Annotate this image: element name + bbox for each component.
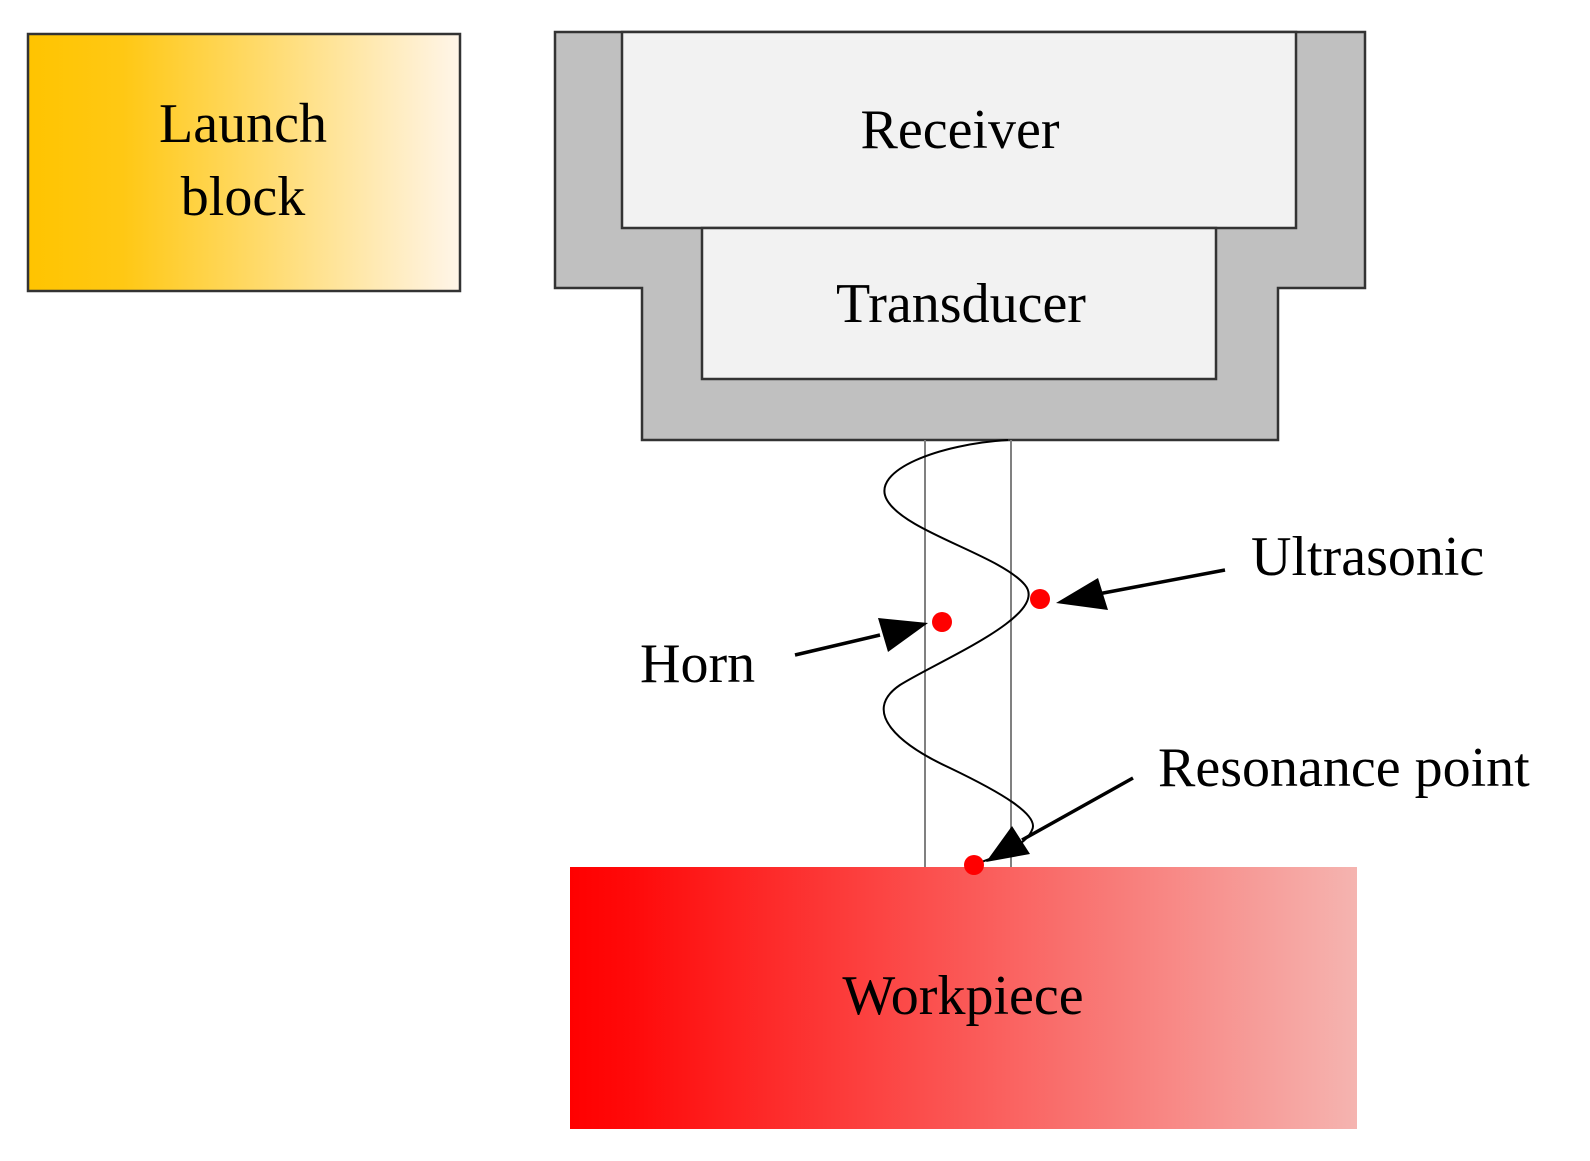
launch-block-label-line1: Launch [159, 93, 327, 155]
transducer: Transducer [700, 226, 1218, 381]
launch-block-rect [26, 32, 462, 293]
workpiece-block [570, 867, 1357, 1129]
horn [924, 440, 1012, 867]
receiver: Receiver [620, 30, 1298, 230]
resonance-point-arrow [986, 776, 1134, 862]
transducer-label: Transducer [836, 273, 1086, 335]
receiver-box [620, 30, 1298, 230]
horn-marker [932, 612, 952, 632]
receiver-label: Receiver [861, 99, 1060, 161]
ultrasonic-marker [1030, 589, 1050, 609]
launch-block-label-line2: block [181, 166, 305, 228]
launch-block: Launch block [26, 32, 462, 293]
horn-label: Horn [640, 633, 755, 695]
workpiece: Workpiece [570, 867, 1357, 1129]
resonance-point-marker [964, 855, 984, 875]
transducer-box [700, 226, 1218, 381]
ultrasonic-wave [882, 439, 1034, 867]
horn-arrow [794, 618, 928, 657]
resonance-point-label: Resonance point [1158, 737, 1530, 799]
ultrasonic-arrow [1056, 568, 1226, 610]
workpiece-label: Workpiece [842, 965, 1083, 1027]
ultrasonic-label: Ultrasonic [1251, 526, 1484, 588]
